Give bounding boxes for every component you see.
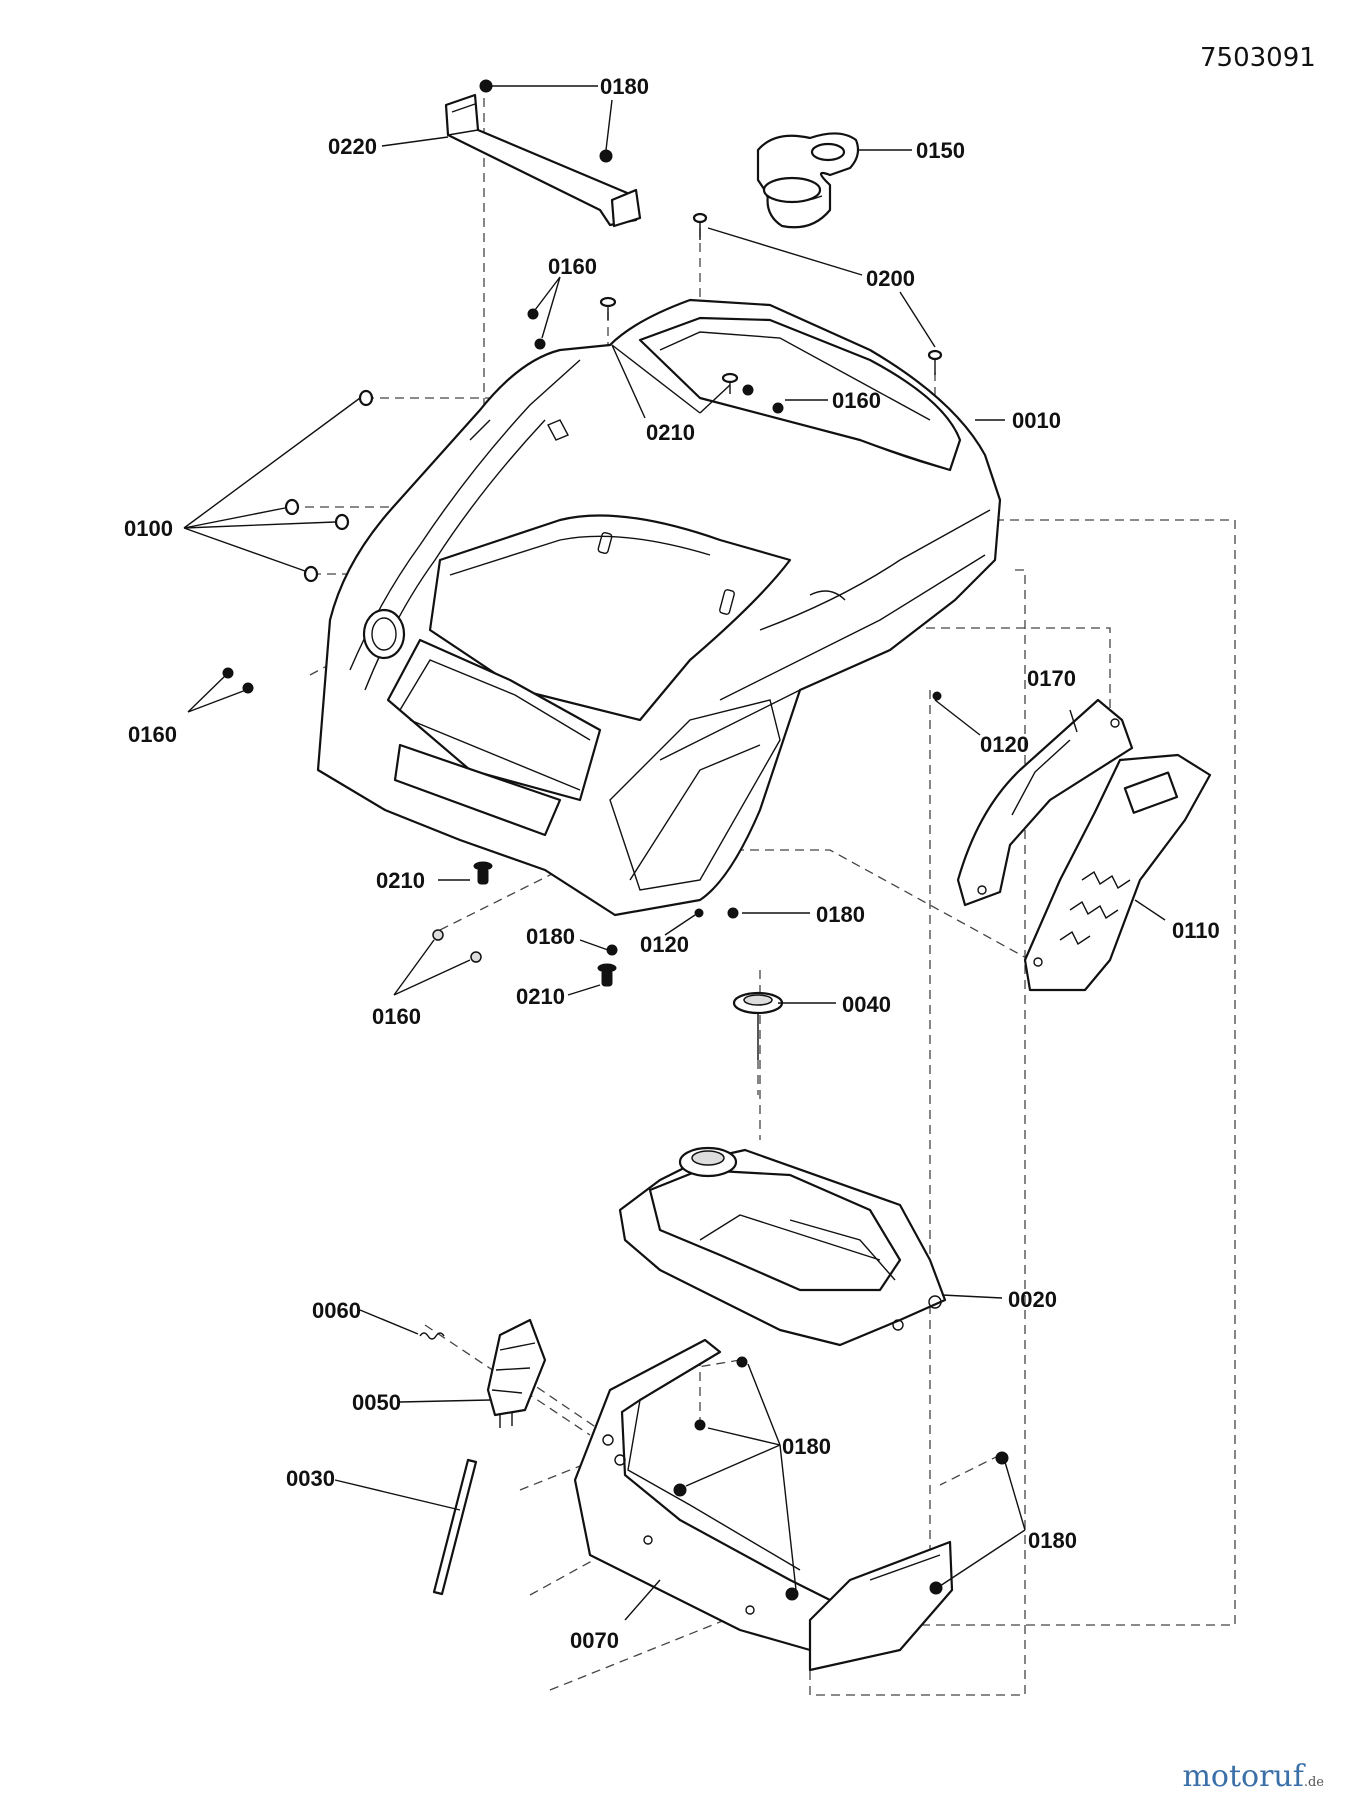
part-switch-0050 [486,1318,547,1428]
callout-label: 0120 [980,732,1029,757]
callout-label: 0120 [640,932,689,957]
callout-label: 0020 [1008,1287,1057,1312]
callout-label: 0050 [352,1390,401,1415]
callout-label: 0160 [128,722,177,747]
drawing-number: 7503091 [1200,43,1316,73]
callout-label: 0070 [570,1628,619,1653]
callout-label: 0160 [548,254,597,279]
callout-label: 0110 [1172,918,1220,943]
part-bracket-0220 [444,93,642,228]
part-rod-0030 [432,1458,478,1596]
leader-lines [183,85,1166,1621]
callout-label: 0210 [516,984,565,1009]
callout-label: 0180 [1028,1528,1077,1553]
part-body-0010 [316,298,1002,917]
bolt-icon [692,212,708,240]
part-plate-0110 [1023,753,1212,992]
part-plate-0170 [956,698,1134,907]
callout-label: 0170 [1027,666,1076,691]
callout-label: 0040 [842,992,891,1017]
callout-label: 0160 [372,1004,421,1029]
fastener-group [222,296,942,987]
bolt-icon [927,349,943,375]
callout-label: 0180 [600,74,649,99]
part-bracket-0070 [573,1338,954,1672]
part-cup-holder-0150 [756,132,860,229]
callout-label: 0220 [328,134,377,159]
nut-group-0180 [673,1356,1009,1601]
callout-label: 0180 [526,924,575,949]
callout-label: 0160 [832,388,881,413]
callout-label: 0060 [312,1298,361,1323]
part-spring-0060 [419,1332,445,1340]
callout-label: 0100 [124,516,173,541]
part-fuel-tank-0020 [618,1146,947,1347]
callout-label: 0200 [866,266,915,291]
callout-label: 0150 [916,138,965,163]
callout-labels: 0180 0220 0150 0200 0160 0210 0160 0010 … [124,74,1220,1653]
callout-label: 0010 [1012,408,1061,433]
nut-icon [599,149,613,163]
callout-label: 0210 [376,868,425,893]
part-fuel-cap-0040 [732,991,784,1095]
nut-icon [479,79,493,93]
callout-label: 0030 [286,1466,335,1491]
callout-label: 0180 [782,1434,831,1459]
watermark-logo: motoruf.de [1182,1759,1324,1794]
callout-label: 0210 [646,420,695,445]
callout-label: 0180 [816,902,865,927]
